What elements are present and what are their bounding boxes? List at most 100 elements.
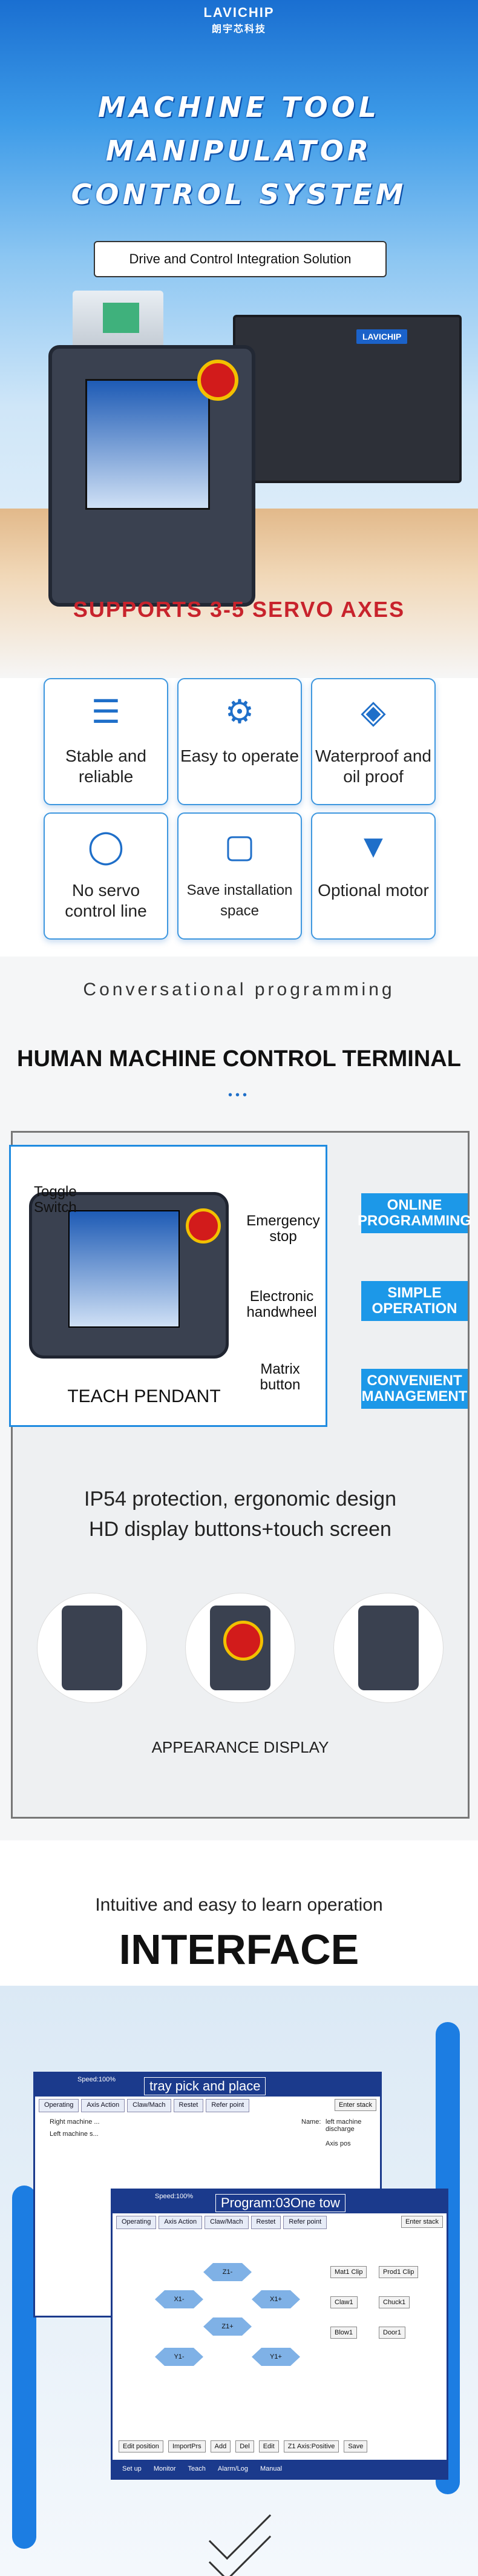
brand-name: LAVICHIP — [203, 5, 275, 20]
interface-title: INTERFACE — [119, 1926, 359, 1973]
program-row[interactable]: Left machine s... — [50, 2130, 99, 2138]
hero-title-line-2: MANIPULATOR — [105, 134, 373, 167]
tab-refer-point[interactable]: Refer point — [283, 2216, 327, 2229]
toggle-switch-label: Toggle Switch — [34, 1184, 77, 1216]
interface-intro: Intuitive and easy to learn operation — [95, 1895, 383, 1915]
screen1-title[interactable]: tray pick and place — [144, 2077, 266, 2095]
claw1-button[interactable]: Claw1 — [330, 2296, 358, 2308]
water-drop-icon: ◈ — [361, 694, 386, 730]
hmc-title: HUMAN MACHINE CONTROL TERMINAL — [17, 1046, 461, 1072]
tab-axis-action[interactable]: Axis Action — [159, 2216, 203, 2229]
nav-set-up[interactable]: Set up — [122, 2465, 142, 2472]
pendant-frame: Toggle Switch Emergency stop Electronic … — [9, 1131, 471, 1819]
appearance-display-label: APPEARANCE DISPLAY — [151, 1738, 329, 1756]
feature-card-save-space: ▢ Save installation space — [177, 812, 302, 940]
jog-x1-plus[interactable]: X1+ — [252, 2290, 300, 2308]
jog-x1-minus[interactable]: X1- — [155, 2290, 203, 2308]
mat1-clip-button[interactable]: Mat1 Clip — [330, 2266, 367, 2278]
controller-box-label: LAVICHIP — [356, 329, 408, 344]
dots-decoration: ••• — [228, 1089, 250, 1102]
hmc-section: Conversational programming HUMAN MACHINE… — [0, 957, 478, 1840]
screen2-tabs: Operating Axis Action Claw/Mach Restet R… — [113, 2216, 447, 2229]
tab-refer-point[interactable]: Refer point — [206, 2099, 250, 2112]
hero-title-line-3: CONTROL SYSTEM — [71, 178, 407, 211]
ip-line-2: HD display buttons+touch screen — [89, 1518, 391, 1541]
feature-card-no-servo: ◯ No servo control line — [44, 812, 168, 940]
jog-z1-minus[interactable]: Z1- — [203, 2263, 252, 2281]
add-button[interactable]: Add — [210, 2440, 231, 2452]
badge-convenient-management: CONVENIENT MANAGEMENT — [361, 1369, 468, 1409]
jog-y1-minus[interactable]: Y1- — [155, 2348, 203, 2366]
jog-y1-plus[interactable]: Y1+ — [252, 2348, 300, 2366]
edit-toolbar: Edit position ImportPrs Add Del Edit Z1 … — [119, 2440, 368, 2452]
screen2-speed: Speed:100% — [155, 2193, 193, 2200]
feature-label: Save installation space — [186, 882, 293, 919]
door1-button[interactable]: Door1 — [379, 2327, 405, 2339]
feature-card-easy: ⚙ Easy to operate — [177, 678, 302, 805]
nav-monitor[interactable]: Monitor — [153, 2465, 176, 2472]
feature-label: Optional motor — [318, 881, 429, 900]
edit-position-button[interactable]: Edit position — [119, 2440, 163, 2452]
tab-axis-action[interactable]: Axis Action — [81, 2099, 125, 2112]
feature-label: No servo control line — [65, 881, 147, 920]
feature-card-waterproof: ◈ Waterproof and oil proof — [311, 678, 436, 805]
edit-button[interactable]: Edit — [258, 2440, 279, 2452]
jog-z1-plus[interactable]: Z1+ — [203, 2317, 252, 2336]
tab-operating[interactable]: Operating — [39, 2099, 79, 2112]
feature-label: Stable and reliable — [65, 746, 146, 786]
motor-icon: ▼ — [357, 828, 390, 865]
blow1-button[interactable]: Blow1 — [330, 2327, 357, 2339]
teach-pendant-label: TEACH PENDANT — [67, 1386, 221, 1406]
program-row[interactable]: Right machine ... — [50, 2118, 100, 2126]
axis-direction-select[interactable]: Z1 Axis:Positive — [283, 2440, 339, 2452]
screen1-speed: Speed:100% — [77, 2076, 116, 2083]
screen2-nav: Set up Monitor Teach Alarm/Log Manual — [113, 2460, 447, 2478]
nav-alarm-log[interactable]: Alarm/Log — [217, 2465, 248, 2472]
emergency-stop-icon — [197, 360, 238, 401]
prod1-clip-button[interactable]: Prod1 Clip — [379, 2266, 419, 2278]
hero-subtitle: Drive and Control Integration Solution — [94, 241, 387, 277]
teach-pendant-image — [48, 345, 255, 607]
tab-restet[interactable]: Restet — [250, 2216, 281, 2229]
emergency-stop-label: Emergency stop — [246, 1213, 320, 1245]
import-prs-button[interactable]: ImportPrs — [168, 2440, 206, 2452]
conversational-heading: Conversational programming — [83, 980, 395, 1000]
brand-sub: 朗宇芯科技 — [211, 24, 266, 35]
pendant-device-image — [29, 1192, 229, 1359]
badge-simple-operation: SIMPLE OPERATION — [361, 1281, 468, 1321]
appearance-image-buttons — [333, 1593, 444, 1703]
shield-icon: ◯ — [87, 828, 125, 865]
feature-label: Easy to operate — [180, 746, 300, 765]
tab-claw-mach[interactable]: Claw/Mach — [205, 2216, 249, 2229]
handwheel-label: Electronic handwheel — [246, 1288, 317, 1320]
tab-restet[interactable]: Restet — [173, 2099, 204, 2112]
feature-card-motor: ▼ Optional motor — [311, 812, 436, 940]
chuck1-button[interactable]: Chuck1 — [379, 2296, 410, 2308]
screen1-topbar: Speed:100% tray pick and place — [35, 2074, 380, 2097]
badge-online-programming: ONLINE PROGRAMMING — [358, 1193, 471, 1233]
appearance-image-estop — [185, 1593, 295, 1703]
tab-operating[interactable]: Operating — [116, 2216, 157, 2229]
ip-description: IP54 protection, ergonomic design HD dis… — [13, 1484, 468, 1544]
screen-program-one-tow: Speed:100% Program:03One tow Operating A… — [111, 2189, 448, 2480]
del-button[interactable]: Del — [235, 2440, 254, 2452]
appearance-image-keys — [37, 1593, 147, 1703]
save-button[interactable]: Save — [344, 2440, 368, 2452]
layers-icon: ☰ — [91, 694, 121, 730]
nav-teach[interactable]: Teach — [188, 2465, 206, 2472]
tab-claw-mach[interactable]: Claw/Mach — [127, 2099, 171, 2112]
decor-bar-left — [12, 2186, 36, 2549]
box-icon: ▢ — [224, 828, 255, 865]
nav-manual[interactable]: Manual — [260, 2465, 283, 2472]
name-value: left machine discharge — [326, 2118, 362, 2133]
hero-section: LAVICHIP 朗宇芯科技 MACHINE TOOL MANIPULATOR … — [0, 0, 478, 678]
enter-stack-button[interactable]: Enter stack — [334, 2099, 376, 2111]
screen2-title[interactable]: Program:03One tow — [215, 2194, 345, 2212]
enter-stack-button[interactable]: Enter stack — [401, 2216, 443, 2228]
emergency-stop-icon — [223, 1621, 263, 1661]
teach-pendant-panel: Toggle Switch Emergency stop Electronic … — [9, 1145, 327, 1427]
ip-line-1: IP54 protection, ergonomic design — [84, 1487, 396, 1510]
axis-pos-label: Axis pos — [326, 2140, 351, 2147]
feature-card-stable: ☰ Stable and reliable — [44, 678, 168, 805]
feature-label: Waterproof and oil proof — [315, 746, 431, 786]
